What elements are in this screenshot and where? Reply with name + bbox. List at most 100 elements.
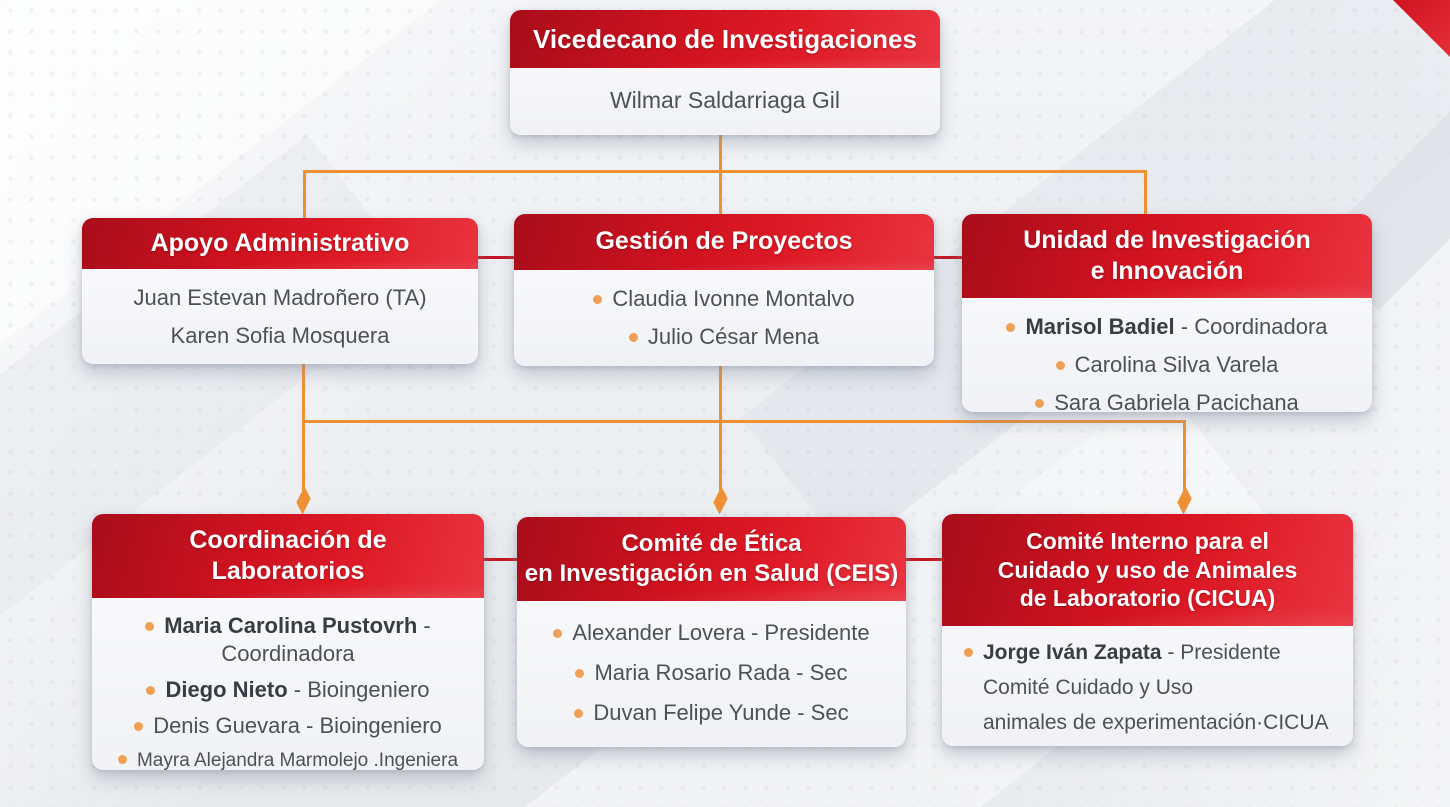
box-unidad-investigacion-innovacion: Unidad de Investigación e Innovación Mari… bbox=[962, 214, 1372, 415]
connector-drop-laboratorios bbox=[302, 420, 305, 494]
member-name-strong: Maria Carolina Pustovrh bbox=[164, 613, 418, 638]
member-text: - Coordinadora bbox=[221, 613, 431, 667]
box-title-line: Unidad de Investigación bbox=[1023, 225, 1311, 254]
box-header: Unidad de Investigación e Innovación bbox=[962, 214, 1372, 298]
member-row: Mayra Alejandra Marmolejo .Ingeniera bbox=[117, 749, 459, 773]
connector-root-stem bbox=[719, 135, 722, 173]
bullet-icon bbox=[574, 709, 584, 719]
box-header: Comité de Ética en Investigación en Salud… bbox=[517, 517, 906, 601]
box-title-line: Apoyo Administrativo bbox=[150, 228, 410, 257]
member-row: Jorge Iván Zapata - Presidente bbox=[964, 640, 1281, 667]
member-name-strong: Marisol Badiel bbox=[1025, 314, 1175, 339]
box-apoyo-administrativo: Apoyo Administrativo Juan Estevan Madroñ… bbox=[82, 218, 478, 364]
sibling-link-ceis-cicua bbox=[906, 558, 942, 561]
member-text: Alexander Lovera - Presidente bbox=[572, 619, 870, 645]
member-row: Karen Sofia Mosquera bbox=[171, 322, 390, 350]
box-title-line: Cuidado y uso de Animales bbox=[997, 556, 1298, 583]
member-text: Comité Cuidado y Uso bbox=[983, 675, 1194, 699]
member-name-strong: Diego Nieto bbox=[165, 677, 288, 703]
member-row: Claudia Ivonne Montalvo bbox=[593, 285, 855, 313]
member-row: Wilmar Saldarriaga Gil bbox=[610, 86, 840, 115]
box-vicedecano-investigaciones: Vicedecano de Investigaciones Wilmar Sal… bbox=[510, 10, 940, 135]
box-title: Comité de Ética en Investigación en Salud… bbox=[525, 529, 898, 589]
member-text: Sara Gabriela Pacichana bbox=[1054, 390, 1299, 416]
box-header: Gestión de Proyectos bbox=[514, 214, 934, 270]
member-text: Wilmar Saldarriaga Gil bbox=[609, 86, 841, 113]
member-text: animales de experimentación·CICUA bbox=[983, 710, 1329, 734]
box-title: Apoyo Administrativo bbox=[151, 228, 410, 259]
box-title: Vicedecano de Investigaciones bbox=[533, 23, 917, 56]
member-text: Julio César Mena bbox=[647, 324, 820, 350]
member-text: Maria Rosario Rada - Sec bbox=[594, 659, 848, 685]
member-row: Alexander Lovera - Presidente bbox=[553, 619, 870, 647]
connector-drop-ceis bbox=[719, 366, 722, 494]
member-text: Mayra Alejandra Marmolejo .Ingeniera bbox=[136, 749, 459, 771]
member-text: Duvan Felipe Yunde - Sec bbox=[593, 700, 849, 726]
box-title: Unidad de Investigación e Innovación bbox=[1023, 225, 1311, 288]
member-text: Denis Guevara - Bioingeniero bbox=[153, 713, 442, 739]
connector-level2-rail bbox=[303, 170, 1147, 173]
connector-drop-apoyo bbox=[303, 170, 306, 220]
bullet-icon bbox=[117, 754, 127, 764]
box-gestion-de-proyectos: Gestión de Proyectos Claudia Ivonne Mont… bbox=[514, 214, 934, 366]
box-title-line: Comité Interno para el bbox=[1026, 527, 1269, 554]
connector-drop-gestion bbox=[719, 170, 722, 216]
box-header: Apoyo Administrativo bbox=[82, 218, 478, 269]
member-text: - Bioingeniero bbox=[287, 677, 430, 703]
member-name-strong: Jorge Iván Zapata bbox=[983, 641, 1162, 664]
box-body: Wilmar Saldarriaga Gil bbox=[510, 68, 940, 135]
box-comite-etica-ceis: Comité de Ética en Investigación en Salud… bbox=[517, 517, 906, 747]
connector-apoyo-stem bbox=[302, 364, 305, 422]
member-row: Duvan Felipe Yunde - Sec bbox=[574, 699, 849, 727]
member-row: Comité Cuidado y Uso bbox=[964, 675, 1193, 702]
bullet-icon bbox=[593, 295, 603, 304]
sibling-link-apoyo-gestion bbox=[478, 256, 514, 259]
box-title-line: Laboratorios bbox=[211, 557, 365, 585]
bullet-icon bbox=[1055, 361, 1065, 371]
arrowhead-diamond-icon bbox=[296, 486, 311, 515]
bullet-icon bbox=[575, 668, 585, 678]
bullet-icon bbox=[964, 648, 973, 657]
bullet-icon bbox=[628, 333, 638, 343]
arrowhead-diamond-icon bbox=[1177, 486, 1192, 515]
bullet-icon bbox=[145, 622, 155, 631]
member-text: - Coordinadora bbox=[1174, 314, 1328, 339]
sibling-link-gestion-unidad bbox=[934, 256, 962, 259]
member-row: Marisol Badiel - Coordinadora bbox=[1006, 313, 1328, 341]
member-row: Maria Rosario Rada - Sec bbox=[575, 659, 848, 687]
box-body: Juan Estevan Madroñero (TA) Karen Sofia M… bbox=[82, 269, 478, 367]
member-row: Diego Nieto - Bioingeniero bbox=[146, 676, 430, 704]
box-title-line: Gestión de Proyectos bbox=[595, 227, 853, 256]
box-title-line: e Innovación bbox=[1090, 257, 1244, 285]
member-row: Julio César Mena bbox=[628, 323, 820, 351]
member-row: Maria Carolina Pustovrh - Coordinadora bbox=[104, 612, 472, 668]
connector-drop-unidad bbox=[1144, 170, 1147, 216]
member-row: Denis Guevara - Bioingeniero bbox=[134, 712, 442, 740]
box-title-line: en Investigación en Salud (CEIS) bbox=[524, 560, 899, 587]
member-row: Carolina Silva Varela bbox=[1055, 351, 1278, 379]
bullet-icon bbox=[134, 722, 144, 732]
box-title-line: de Laboratorio (CICUA) bbox=[1019, 585, 1276, 612]
member-row: animales de experimentación·CICUA bbox=[964, 710, 1329, 737]
member-text: Juan Estevan Madroñero (TA) bbox=[133, 285, 427, 310]
box-title-line: Comité de Ética bbox=[621, 530, 802, 557]
sibling-link-laboratorios-ceis bbox=[484, 558, 517, 561]
box-header: Vicedecano de Investigaciones bbox=[510, 10, 940, 68]
bullet-icon bbox=[553, 628, 563, 638]
bullet-icon bbox=[1035, 399, 1045, 409]
member-text: - Presidente bbox=[1161, 641, 1281, 664]
bullet-icon bbox=[1006, 323, 1016, 332]
member-row: Sara Gabriela Pacichana bbox=[1035, 389, 1299, 417]
arrowhead-diamond-icon bbox=[713, 486, 728, 515]
